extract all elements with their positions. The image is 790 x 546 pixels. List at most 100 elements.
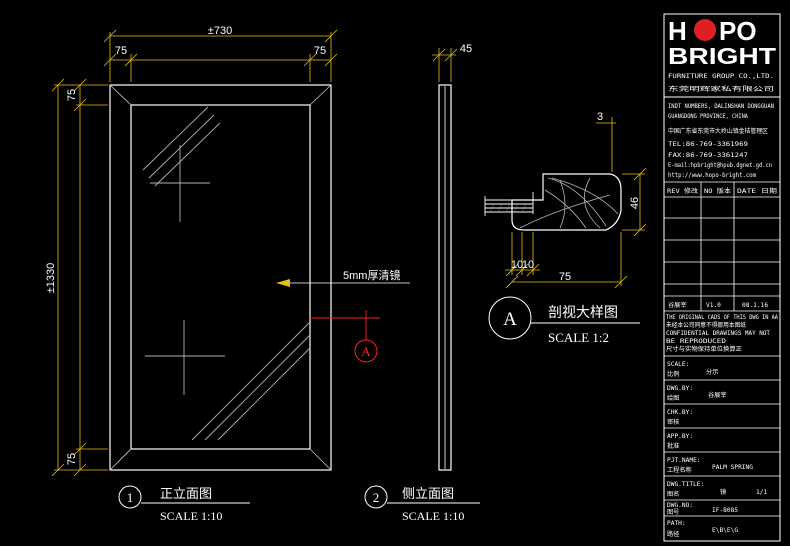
section-caption-number: A [503, 309, 517, 330]
notice-line: CONFIDENTIAL DRAWINGS MAY NOT [666, 330, 770, 337]
drawn-by-label-en: DWG.BY: [667, 385, 693, 392]
email-address: E-mail:hpbright@hpub.dgnet.gd.cn [668, 162, 772, 169]
dim-front-bottom-frame: 75 [66, 453, 78, 465]
front-caption-number: 1 [127, 490, 134, 505]
notice-line: BE REPRODUCED [666, 338, 726, 345]
drawing-title-label-en: DWG.TITLE: [667, 481, 704, 488]
dim-front-height: ±1330 [45, 263, 57, 294]
front-frame-outer [109, 84, 332, 471]
section-profile-outline [511, 173, 622, 231]
address-line: 中国广东省东莞市大岭山镇金桔管理区 [668, 127, 768, 135]
dim-front-top-frame: 75 [66, 89, 78, 101]
side-caption-circle [364, 485, 388, 509]
company-name-cn: 东莞明辉家私有限公司 [668, 85, 774, 93]
glass-note-leader: 5mm厚清镜 [276, 268, 410, 287]
address-line: GUANGDONG PROVINCE, CHINA [668, 113, 748, 120]
website-address: http://www.hopo-bright.com [668, 172, 756, 179]
phone-number: TEL:86-769-3361969 [668, 141, 748, 148]
drawing-title-label-cn: 图名 [667, 490, 679, 498]
drawing-title-value: 镜 [720, 488, 726, 496]
section-caption-scale: SCALE 1:2 [548, 330, 609, 345]
scale-label-en: SCALE: [667, 361, 689, 368]
drawn-by-value: 谷展宰 [708, 391, 727, 399]
path-label-cn: 路径 [667, 530, 679, 538]
notice-line: 尺寸与实物保持单位换算正 [666, 345, 742, 353]
section-marker-label: A [361, 344, 371, 359]
front-frame-miters [109, 84, 332, 471]
notice-line: THE ORIGINAL CADS OF THIS DWG IN AA [666, 314, 778, 321]
revision-header-no: NO 版本 [704, 187, 731, 195]
front-dimension-lines [51, 29, 338, 477]
path-value: E\B\E\G [712, 527, 738, 534]
section-caption-circle [488, 296, 532, 340]
checked-by-label-cn: 审核 [667, 418, 679, 426]
logo-letters-po: PO [719, 16, 757, 46]
section-caption: A 剖视大样图 SCALE 1:2 [488, 296, 640, 345]
address-block: INDT NUMBERS, DALINSHAN DONGGUAN GUANGDO… [668, 103, 774, 179]
revision-header-date: DATE 日期 [737, 187, 777, 195]
drawn-by-label-cn: 绘图 [667, 394, 679, 402]
logo-letter-h: H [668, 16, 687, 46]
section-detail: 3 46 10 10 75 [484, 111, 647, 289]
section-a-leader: A [310, 310, 380, 363]
dim-section-width: 75 [559, 271, 571, 283]
scale-label-cn: 比例 [667, 370, 679, 378]
company-name-en: FURNITURE GROUP CO.,LTD. [668, 73, 774, 80]
front-caption-circle [118, 485, 142, 509]
project-name-label-en: PJT.NAME: [667, 457, 701, 464]
path-label-en: PATH: [667, 520, 686, 527]
dim-section-height: 46 [629, 197, 641, 209]
side-view: 45 [432, 43, 472, 471]
dim-front-width: ±730 [208, 25, 232, 37]
fax-number: FAX:86-769-3361247 [668, 152, 748, 159]
side-caption-scale: SCALE 1:10 [402, 509, 464, 523]
logo-red-dot [694, 19, 716, 41]
title-block: H PO BRIGHT FURNITURE GROUP CO.,LTD. 东莞明… [663, 13, 781, 542]
project-name-label-cn: 工程名称 [667, 466, 692, 474]
dim-section-rebate: 3 [597, 111, 603, 123]
project-name-value: PALM SPRING [712, 464, 753, 471]
company-logo: H PO BRIGHT [668, 16, 776, 69]
front-frame-inner [130, 104, 311, 450]
revision-date: 08.1.16 [742, 302, 768, 309]
front-caption-title: 正立面图 [160, 486, 212, 501]
mirror-reflection-pattern [142, 106, 311, 441]
scale-value: 分示 [706, 368, 718, 376]
section-glass-hatch [489, 203, 527, 213]
section-wood-grain [519, 177, 619, 229]
approved-by-label-cn: 批准 [667, 442, 679, 450]
title-block-border [663, 13, 781, 542]
front-view: A 5mm厚清镜 [109, 84, 410, 471]
revision-table-grid [664, 181, 780, 312]
side-view-caption: 2 侧立面图 SCALE 1:10 [364, 485, 480, 523]
sheet-number: 1/1 [756, 489, 767, 496]
checked-by-label-en: CHK.BY: [667, 409, 693, 416]
drawing-number-value: IF-8085 [712, 507, 738, 514]
front-caption-scale: SCALE 1:10 [160, 509, 222, 523]
side-caption-title: 侧立面图 [402, 486, 454, 501]
section-marker-circle [354, 339, 378, 363]
dim-section-b: 10 [522, 259, 534, 271]
side-caption-number: 2 [373, 490, 380, 505]
revision-header-rev: REV 修改 [667, 187, 698, 195]
side-dimension-lines [432, 48, 458, 82]
section-dimension-lines [505, 117, 647, 289]
glass-thickness-note: 5mm厚清镜 [343, 268, 400, 282]
section-caption-title: 剖视大样图 [548, 305, 618, 321]
section-glass-layers [484, 192, 543, 216]
drawing-number-label-cn: 图号 [667, 509, 679, 516]
dim-front-left-frame: 75 [115, 45, 127, 57]
address-line: INDT NUMBERS, DALINSHAN DONGGUAN [668, 103, 774, 110]
logo-bright: BRIGHT [668, 43, 776, 69]
notice-line: 未经本公司同意不得挪用本图纸 [666, 321, 746, 329]
revision-by: 谷展宰 [668, 301, 687, 309]
dim-section-a: 10 [511, 259, 523, 271]
approved-by-label-en: APP.BY: [667, 433, 693, 440]
revision-version: V1.0 [706, 302, 721, 309]
dim-side-thickness: 45 [460, 43, 472, 55]
side-frame-outline [438, 84, 452, 471]
info-table-grid [664, 355, 780, 517]
drawing-number-label-en: DWG.NO: [667, 502, 693, 509]
dim-front-right-frame: 75 [314, 45, 326, 57]
